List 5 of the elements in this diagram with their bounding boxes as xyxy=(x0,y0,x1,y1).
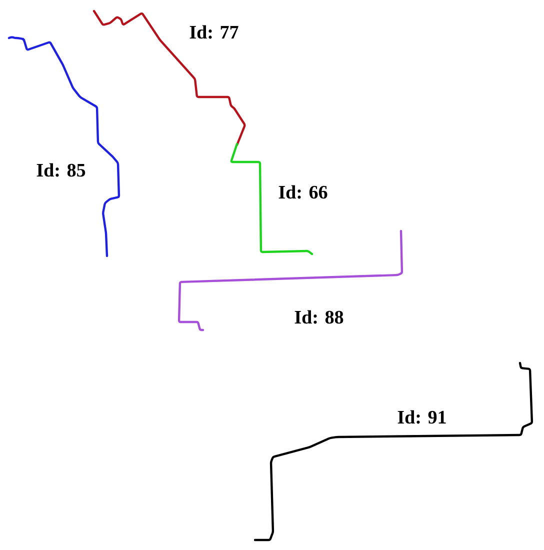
id-label: Id: 77 xyxy=(190,25,238,39)
id-label: Id: 91 xyxy=(398,410,446,424)
id-label: Id: 85 xyxy=(36,163,86,177)
id-label: Id: 88 xyxy=(294,310,344,324)
id-label: Id: 66 xyxy=(278,185,328,199)
